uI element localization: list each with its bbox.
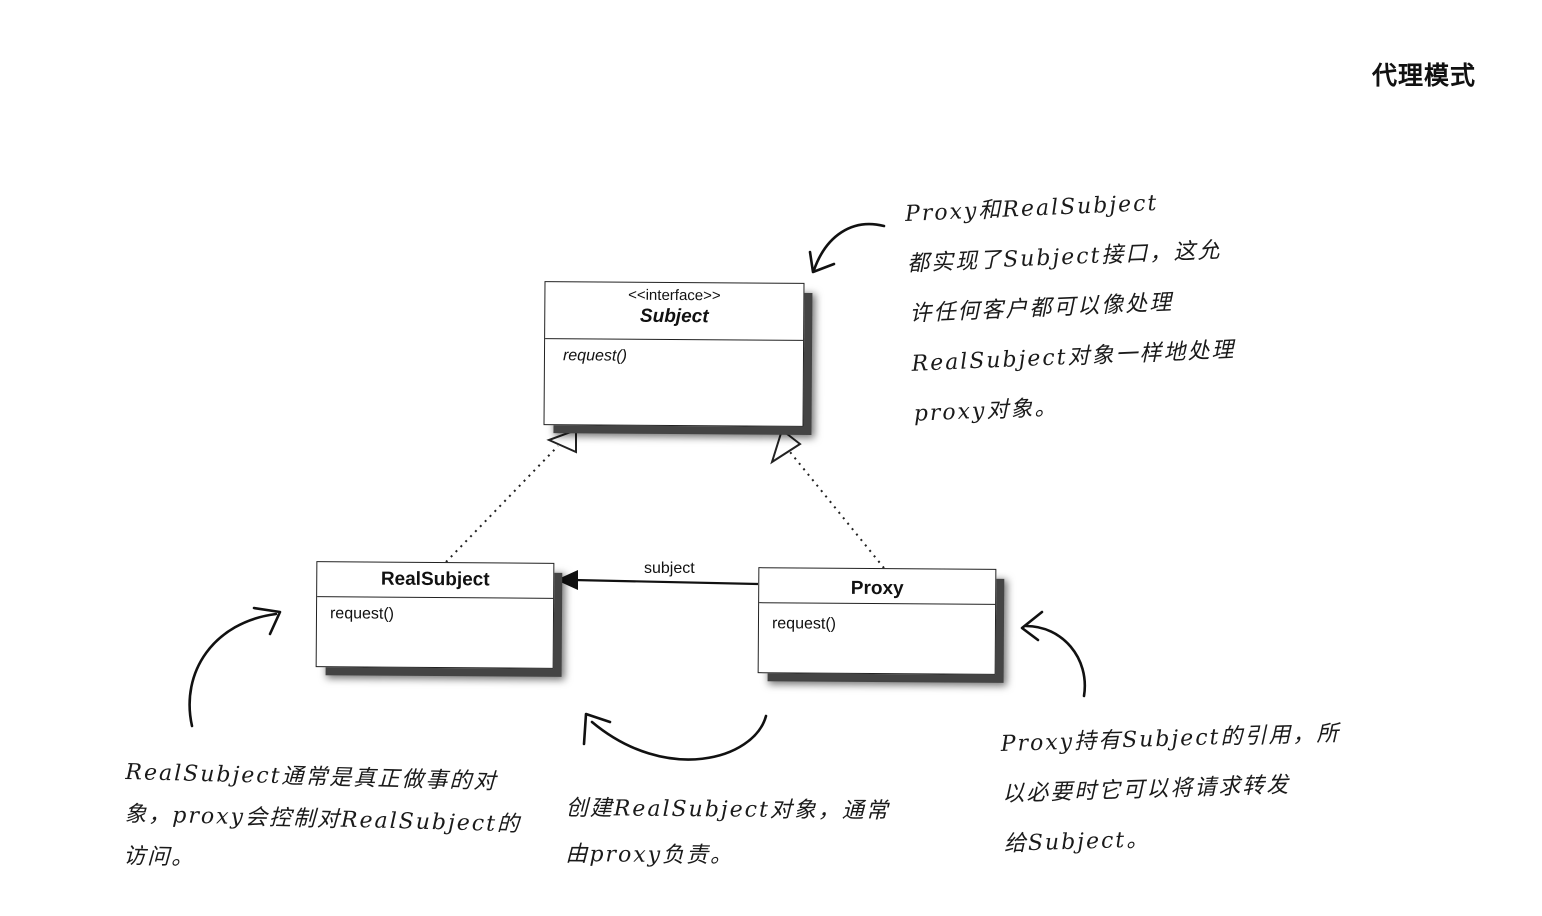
association-arrowhead xyxy=(556,570,578,590)
realsubject-class-box: RealSubject request() xyxy=(315,561,555,669)
realization-line-proxy xyxy=(789,451,885,569)
create-note: 创建RealSubject对象，通常 由proxy负责。 xyxy=(565,795,890,869)
curve-arrowhead-create-note xyxy=(582,712,612,746)
curve-arrow-create-note xyxy=(590,714,768,761)
proxy-note: Proxy持有Subject的引用，所 以必要时它可以将请求转发 给Subjec… xyxy=(1000,721,1341,857)
realsubject-header: RealSubject xyxy=(317,562,554,599)
curve-arrowhead-proxy-note xyxy=(1020,610,1044,642)
realization-arrowhead-left xyxy=(546,428,577,454)
subject-interface-box: <<interface>> Subject request() xyxy=(543,281,805,427)
page-title: 代理模式 xyxy=(1372,61,1477,90)
subject-class-name: Subject xyxy=(639,305,709,328)
curve-arrow-interface-note xyxy=(812,222,886,272)
curve-arrowhead-interface-note xyxy=(808,250,836,274)
realsubject-note: RealSubject通常是真正做事的对 象，proxy会控制对RealSubj… xyxy=(122,759,522,871)
association-line xyxy=(573,578,759,586)
subject-header: <<interface>> Subject xyxy=(545,282,804,341)
subject-method: request() xyxy=(562,347,628,365)
interface-stereotype: <<interface>> xyxy=(628,286,721,305)
interface-note: Proxy和RealSubject 都实现了Subject接口，这允 许任何客户… xyxy=(904,190,1236,427)
curve-arrowhead-realsubject-note xyxy=(252,606,282,636)
realsubject-method: request() xyxy=(329,605,395,623)
proxy-class-box: Proxy request() xyxy=(757,567,997,675)
curve-arrow-proxy-note xyxy=(1024,624,1087,698)
proxy-header: Proxy xyxy=(759,568,996,605)
realization-line-realsubject xyxy=(445,445,559,563)
curve-arrow-realsubject-note xyxy=(188,612,278,728)
realsubject-class-name: RealSubject xyxy=(380,568,490,591)
realization-arrowhead-right xyxy=(770,428,802,465)
association-label: subject xyxy=(644,560,695,577)
